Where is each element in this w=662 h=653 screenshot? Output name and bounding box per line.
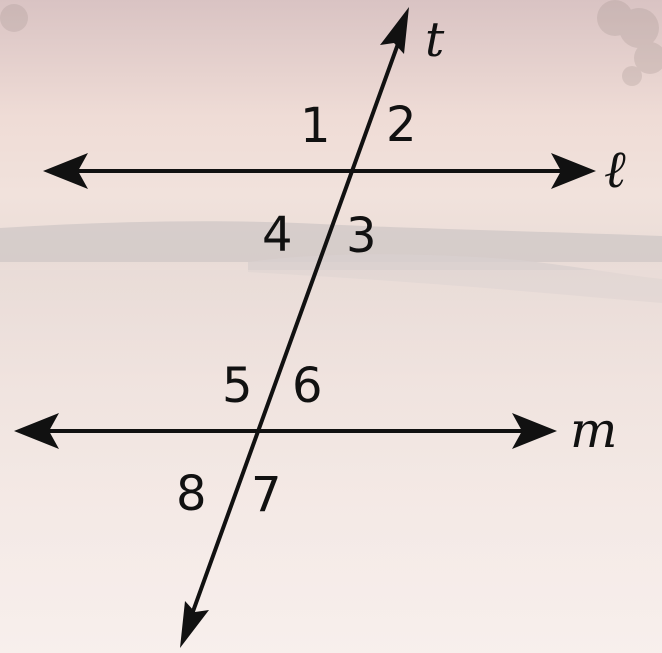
arrow-left-icon	[43, 153, 88, 189]
angle-5: 5	[222, 358, 253, 414]
arrow-down-icon	[180, 601, 209, 648]
tree-silhouette	[0, 0, 662, 86]
arrow-right-icon	[551, 153, 596, 189]
line-l-arrows	[43, 153, 596, 189]
angle-1: 1	[300, 98, 331, 154]
angle-6: 6	[292, 358, 323, 414]
label-l: ℓ	[604, 140, 626, 200]
angle-3: 3	[346, 208, 377, 264]
line-t-arrows	[180, 7, 409, 648]
water-surface	[0, 270, 662, 653]
line-t	[185, 29, 405, 629]
arrow-right-icon	[512, 413, 557, 449]
angle-2: 2	[386, 97, 417, 153]
angle-8: 8	[176, 466, 207, 522]
angle-7: 7	[251, 467, 282, 523]
arrow-up-icon	[380, 7, 409, 54]
label-t: t	[425, 12, 445, 68]
angle-4: 4	[262, 207, 293, 263]
arrow-left-icon	[14, 413, 59, 449]
distant-shore	[0, 221, 662, 262]
line-m-arrows	[14, 413, 557, 449]
label-m: m	[570, 401, 617, 459]
